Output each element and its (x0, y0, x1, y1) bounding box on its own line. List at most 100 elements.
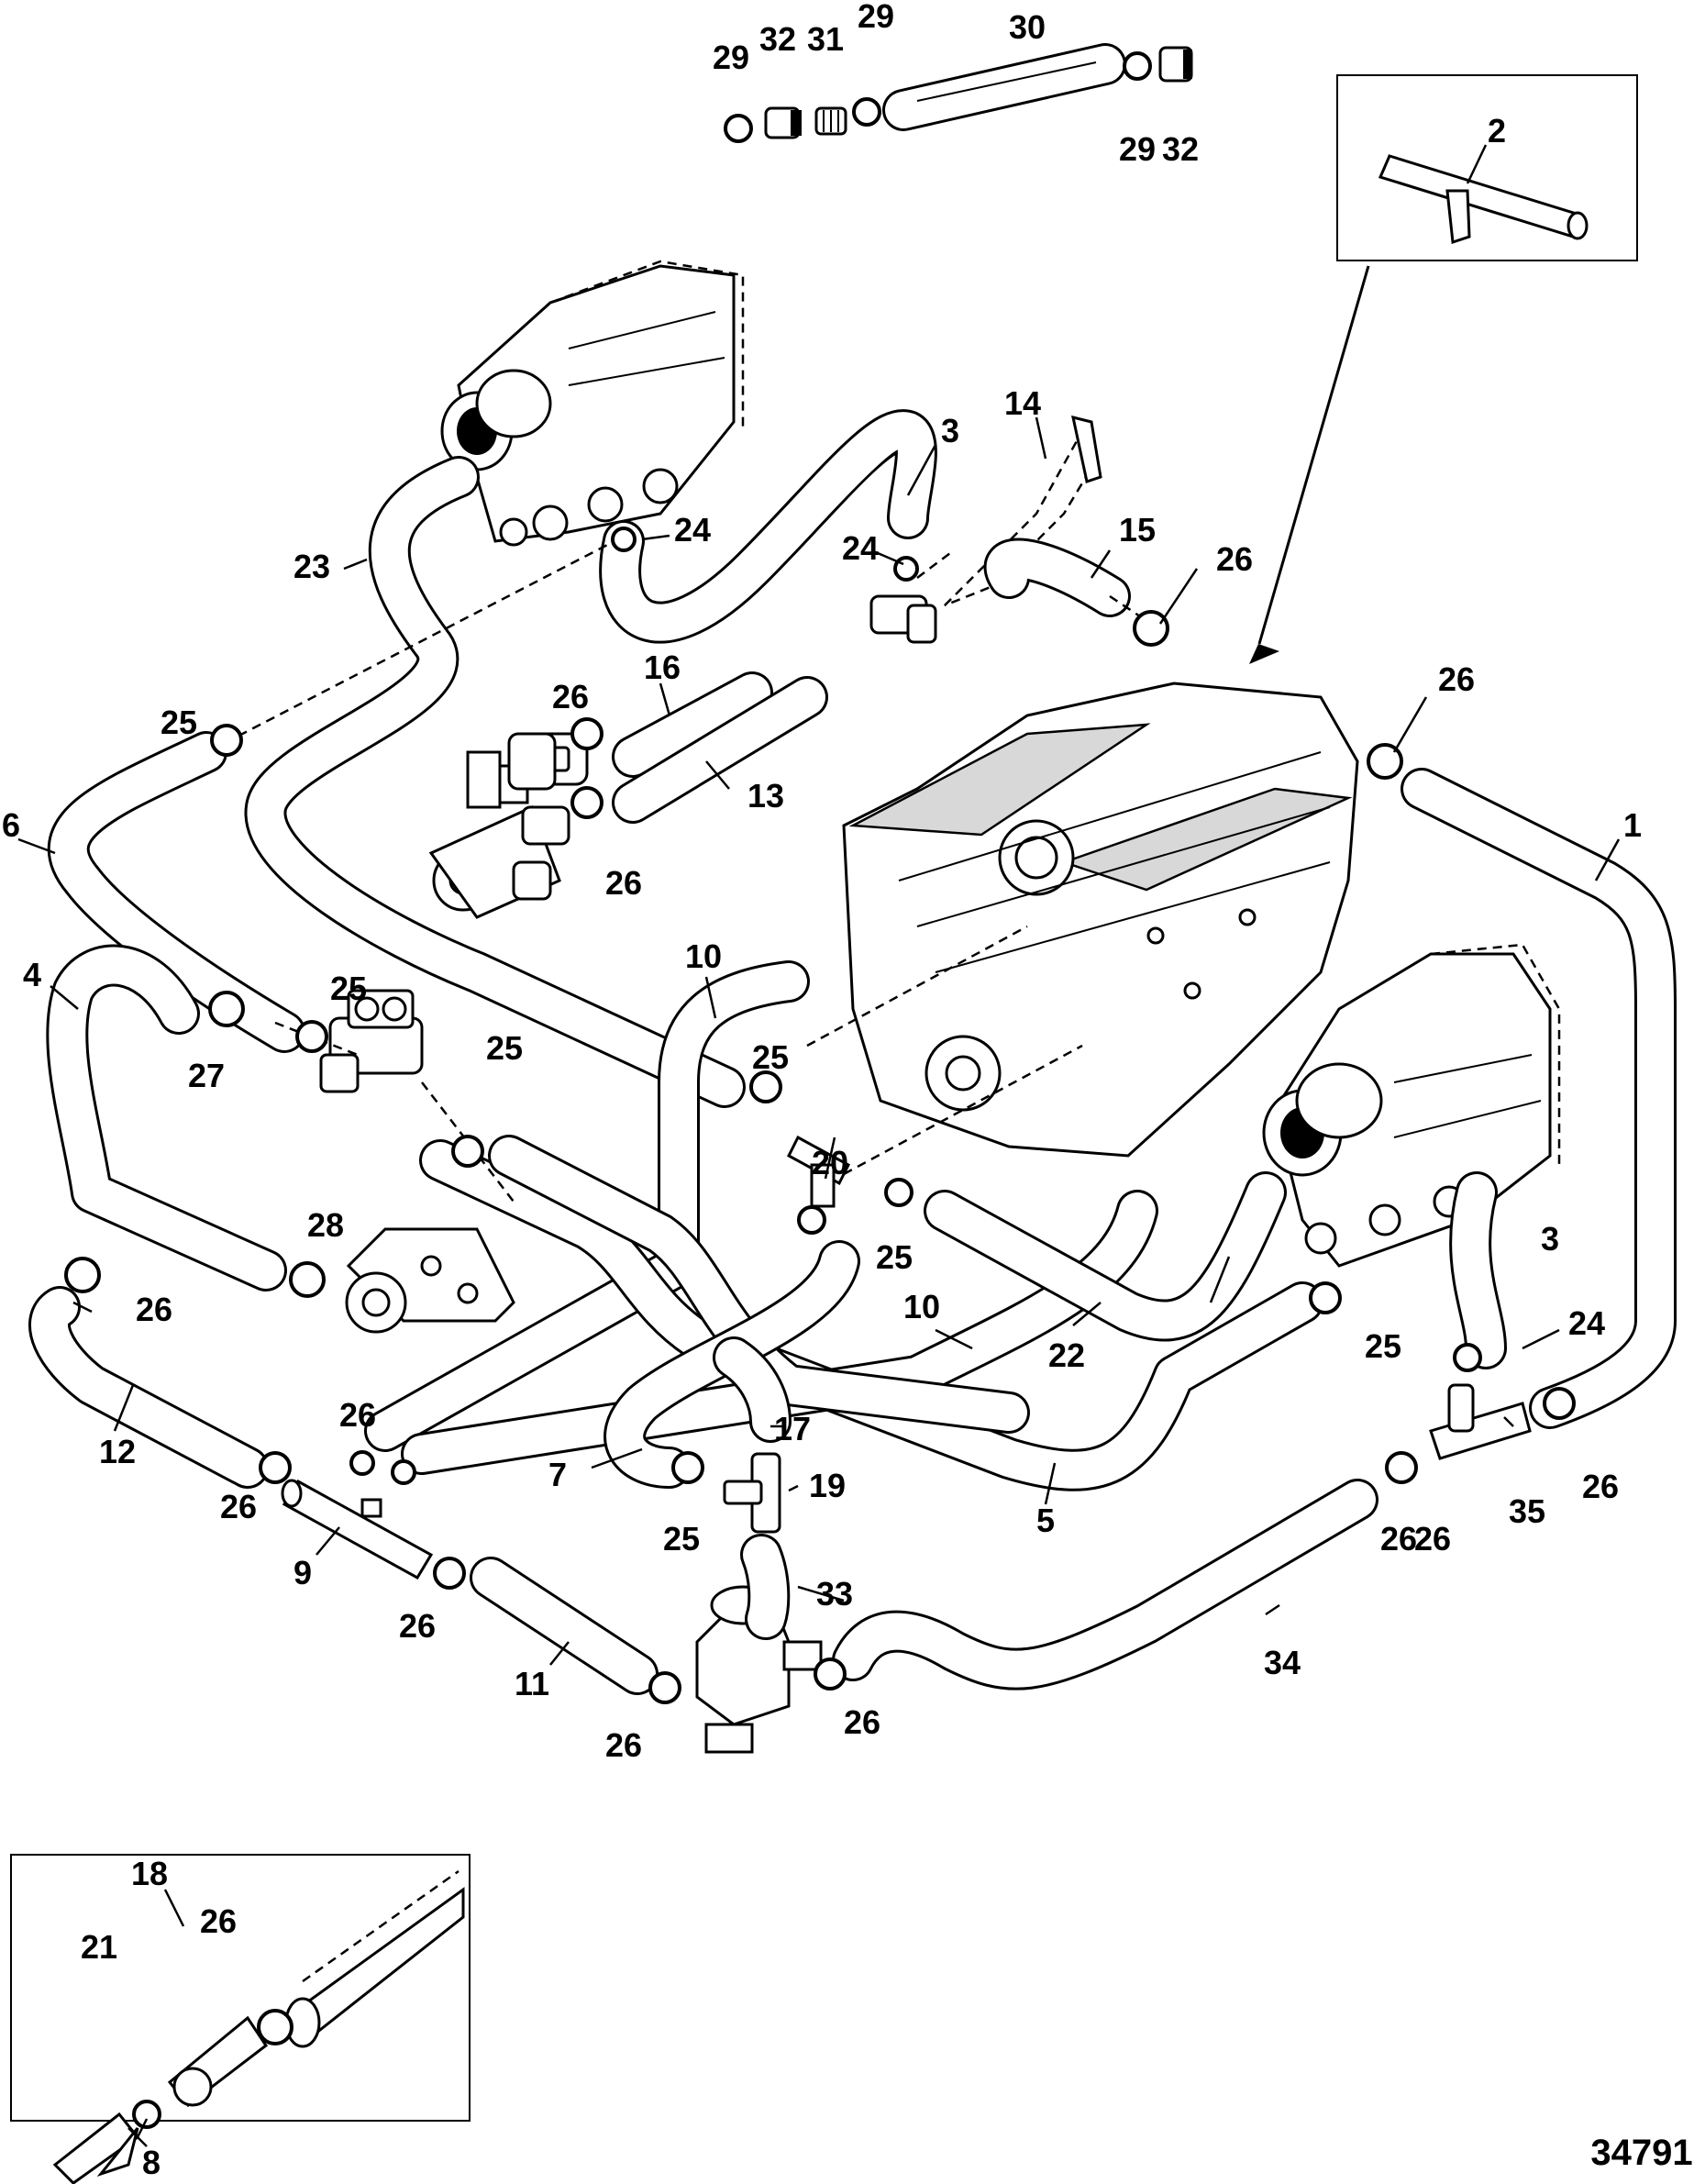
clamp-29-a (724, 114, 753, 143)
callout-25-c: 25 (486, 1029, 523, 1067)
callout-27: 27 (188, 1057, 225, 1094)
fitting-32-left (764, 106, 802, 139)
callout-26-b: 26 (605, 864, 642, 902)
tee-fitting-35 (1429, 1383, 1532, 1460)
bracket-14 (944, 415, 1102, 607)
callout-labels: 1 2 3 3 4 5 6 7 8 9 10 10 11 12 13 14 15… (2, 0, 1642, 2181)
callout-15: 15 (1119, 511, 1156, 549)
callout-29-b: 29 (858, 0, 894, 35)
callout-26-n: 26 (1380, 1520, 1417, 1558)
hose-33 (740, 1534, 791, 1640)
callout-leaders (17, 144, 1621, 2147)
callout-30: 30 (1009, 8, 1046, 46)
hose-clamps (64, 527, 1576, 1704)
callout-25-b: 25 (330, 970, 367, 1007)
callout-24-mid: 24 (842, 529, 879, 567)
callout-6: 6 (2, 806, 20, 844)
hose-6 (47, 731, 305, 1053)
hose-12 (28, 1286, 269, 1489)
callout-26-e: 26 (136, 1291, 172, 1328)
callout-17: 17 (774, 1410, 811, 1447)
hose-17 (713, 1336, 792, 1443)
engine-block (842, 682, 1359, 1158)
hose-22 (924, 1171, 1287, 1342)
callout-25-d: 25 (752, 1038, 789, 1076)
callout-24-right: 24 (1568, 1304, 1605, 1342)
diverter-valve (319, 989, 424, 1093)
callout-10-upper: 10 (685, 937, 722, 975)
callout-26-k: 26 (1414, 1520, 1451, 1558)
callout-21: 21 (81, 1928, 117, 1966)
callout-29-a: 29 (713, 39, 749, 76)
callout-26-j: 26 (844, 1703, 880, 1741)
callout-1: 1 (1623, 806, 1642, 844)
exhaust-manifold-right (1262, 943, 1561, 1268)
tee-fitting-19 (723, 1452, 781, 1534)
fitting-32-right (1158, 46, 1193, 83)
callout-11: 11 (515, 1665, 549, 1702)
callout-34: 34 (1264, 1644, 1301, 1681)
callout-19: 19 (809, 1467, 846, 1504)
callout-25-g: 25 (663, 1520, 700, 1558)
callout-33: 33 (816, 1575, 853, 1613)
callout-31: 31 (807, 20, 844, 58)
hose-15 (984, 538, 1131, 617)
figure-number: 34791 (1590, 2133, 1692, 2173)
hose-10 (364, 960, 810, 1452)
callout-13: 13 (747, 777, 784, 815)
hose-13 (612, 676, 828, 824)
callout-3-upper: 3 (941, 412, 959, 449)
callout-26-m: 26 (200, 1902, 237, 1940)
part-2-pipe (1378, 154, 1589, 245)
callout-24-top: 24 (674, 511, 711, 549)
callout-5: 5 (1036, 1502, 1055, 1539)
callout-26-d: 26 (1438, 660, 1475, 698)
pipe-9 (281, 1479, 434, 1580)
callout-35: 35 (1509, 1492, 1545, 1530)
inset-frame-part-2 (1336, 74, 1638, 261)
hose-23 (244, 456, 746, 1108)
hose-3-upper (599, 409, 937, 644)
callout-22: 22 (1048, 1336, 1085, 1374)
hose-5 (419, 1139, 1323, 1491)
hose-3-lower (1449, 1171, 1507, 1369)
callout-32-a: 32 (759, 20, 796, 58)
callout-3-lower: 3 (1541, 1220, 1559, 1258)
callout-2: 2 (1488, 112, 1506, 150)
hose-7 (603, 1240, 860, 1489)
callout-12: 12 (99, 1433, 136, 1470)
callout-25-e: 25 (876, 1238, 913, 1276)
fitting-31 (814, 106, 847, 136)
callout-32-b: 32 (1162, 130, 1199, 168)
callout-16: 16 (644, 649, 681, 686)
callout-18: 18 (131, 1855, 168, 1892)
tee-fitting-upper (869, 594, 937, 644)
callout-25-f: 25 (1365, 1327, 1401, 1365)
callout-26-a: 26 (552, 678, 589, 715)
hose-10-lower (401, 1190, 1158, 1475)
hose-16 (612, 671, 773, 778)
callout-14: 14 (1004, 384, 1041, 422)
inset-frame-fitting-detail (10, 1854, 471, 2122)
callout-26-c: 26 (1216, 540, 1253, 578)
callout-26-g: 26 (220, 1488, 257, 1525)
hose-30-straight (882, 43, 1126, 131)
hose-11 (470, 1557, 659, 1695)
clamp-29-c (1123, 51, 1152, 81)
callout-7: 7 (548, 1456, 567, 1493)
clamp-29-b (852, 97, 881, 127)
exhaust-manifold-upper (440, 260, 745, 547)
callout-29-c: 29 (1119, 130, 1156, 168)
callout-9: 9 (293, 1554, 312, 1591)
callout-26-h: 26 (399, 1607, 436, 1645)
callout-26-l: 26 (1582, 1468, 1619, 1505)
callout-10-lower: 10 (903, 1288, 940, 1325)
water-pump-upper (428, 732, 570, 919)
hose-1 (1401, 768, 1677, 1429)
hose-34 (832, 1479, 1378, 1691)
callout-23: 23 (293, 548, 330, 585)
callout-20: 20 (812, 1144, 848, 1181)
hose-4 (46, 944, 287, 1292)
callout-26-f: 26 (339, 1396, 376, 1434)
